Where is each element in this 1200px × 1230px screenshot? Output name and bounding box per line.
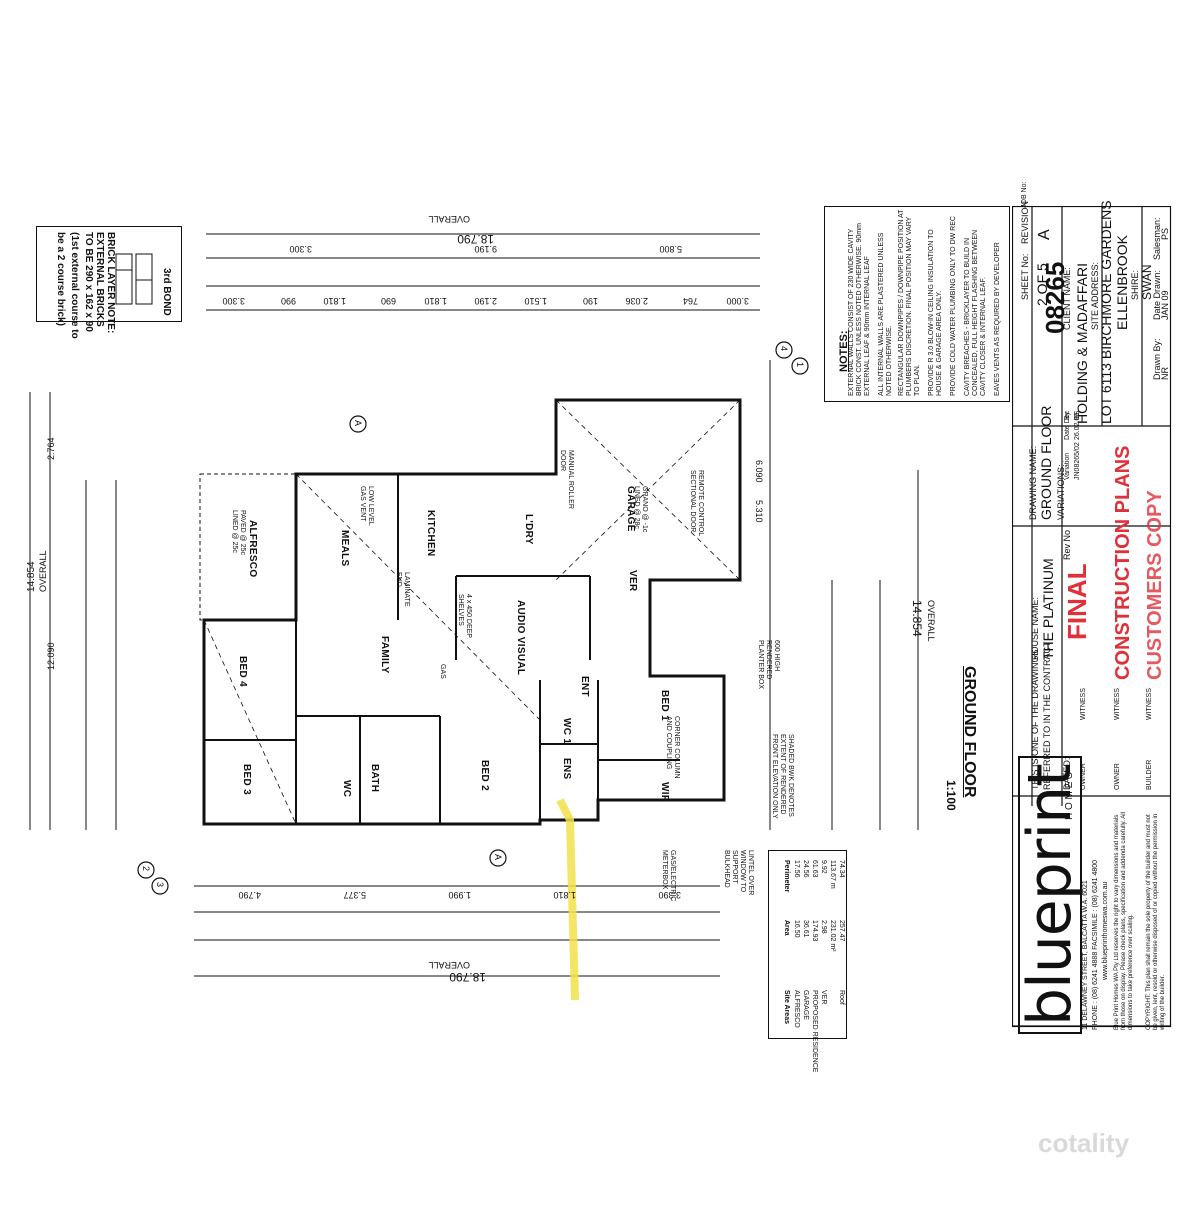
note-laminate: LAMINATE END xyxy=(395,572,410,607)
note-corner: CORNER COLUMN AND COUPLING xyxy=(665,716,680,779)
grid-marker-label: 3 xyxy=(155,882,165,888)
grid-marker-label: 1 xyxy=(795,362,805,368)
grid-marker-2 xyxy=(137,861,155,879)
room-shelves-note: 4 x 450 DEEP SHELVES xyxy=(457,594,472,638)
room-bed2: BED 2 xyxy=(479,760,490,791)
brick-note-box xyxy=(36,226,182,322)
dim-value: 1.990 xyxy=(448,890,471,900)
grid-marker-4 xyxy=(775,341,793,359)
floor-plan xyxy=(29,233,919,1001)
section-marker-label: A xyxy=(353,420,363,427)
note-gas: GAS xyxy=(439,664,446,679)
room-bath: BATH xyxy=(369,764,380,793)
section-marker-top xyxy=(349,415,367,433)
dim-left-overall-label: OVERALL xyxy=(38,550,48,592)
room-alfresco: ALFRESCO xyxy=(247,520,258,578)
room-ent: ENT xyxy=(579,676,590,697)
note-planter: 600 HIGH RENDERED PLANTER BOX xyxy=(757,640,780,690)
notes-box xyxy=(824,206,1010,402)
grid-marker-label: 4 xyxy=(779,346,789,352)
room-meals: MEALS xyxy=(339,530,350,567)
dim-left-1: 12.090 xyxy=(46,642,56,670)
dim-value: 3.300 xyxy=(222,296,246,306)
note-shaded: SHADED BWK DENOTES EXTENT OF RENDERED FR… xyxy=(771,734,794,819)
watermark: cotality xyxy=(1038,1128,1130,1158)
dim-value: 190 xyxy=(582,296,598,306)
dim-value: 4.790 xyxy=(238,890,261,900)
section-marker-bottom xyxy=(489,849,507,867)
garage-roof-line-2 xyxy=(555,399,741,581)
dim-value: 764 xyxy=(683,296,699,306)
dim-value: 1.810 xyxy=(424,296,447,306)
section-marker-label: A xyxy=(493,854,503,861)
note-low-level-gas: LOW LEVEL GAS VENT xyxy=(359,486,374,526)
room-garage-note: GRANO @ -1c LINED @ 28c xyxy=(633,486,648,533)
brick-bond-sketch xyxy=(115,253,153,305)
exterior-walls xyxy=(202,398,742,826)
dim-value: 1.810 xyxy=(553,890,577,900)
room-wc1: WC 1 xyxy=(561,718,572,745)
grid-marker-1 xyxy=(791,357,809,375)
note-meterbox: GAS/ELECTRIC METERBOX xyxy=(661,850,676,902)
room-bed3: BED 3 xyxy=(241,764,252,795)
dim-value: 2.190 xyxy=(474,296,497,306)
dim-value: 5.377 xyxy=(343,890,366,900)
room-family: FAMILY xyxy=(379,636,390,674)
plan-sheet: BRICK LAYER NOTE: EXTERNAL BRICKS TO BE … xyxy=(26,182,1172,1158)
roof-line-bed4 xyxy=(203,619,297,825)
dim-value: 9.190 xyxy=(474,244,497,254)
dim-right-overall: 14.854 xyxy=(910,600,924,637)
dim-left-overall: 14.854 xyxy=(26,561,37,592)
dim-top-overall-label: OVERALL xyxy=(428,214,470,224)
dim-bottom-overall: 18.790 xyxy=(449,970,486,984)
dim-value: 1.510 xyxy=(524,296,548,306)
dim-value: 3.390 xyxy=(658,890,682,900)
dim-left-2: 2.764 xyxy=(46,437,56,460)
room-wc: WC xyxy=(341,780,352,798)
room-ver: VER xyxy=(627,570,638,592)
room-ldry: L'DRY xyxy=(523,514,534,545)
note-lintel: LINTEL OVER WINDOW TO SUPPORT BULKHEAD xyxy=(723,850,754,896)
dim-value: 1.810 xyxy=(323,296,346,306)
dim-value: 5.800 xyxy=(659,244,682,254)
room-remote-note: REMOTE CONTROL SECTIONAL DOOR xyxy=(689,470,704,536)
room-bed4: BED 4 xyxy=(237,656,248,687)
areas-table-frame xyxy=(768,850,847,1039)
dim-value: 3.300 xyxy=(289,244,313,254)
dim-value: 690 xyxy=(381,296,397,306)
roof-line xyxy=(295,473,541,721)
room-audio-visual: AUDIO VISUAL xyxy=(515,600,526,676)
room-roller-note: MANUAL ROLLER DOOR xyxy=(559,450,574,509)
grid-marker-3 xyxy=(151,877,169,895)
dim-bottom-overall-label: OVERALL xyxy=(428,960,470,970)
grid-marker-label: 2 xyxy=(141,866,151,872)
dim-right-2: 5.310 xyxy=(754,500,764,523)
dim-right-1: 6.090 xyxy=(754,460,764,483)
title-block-frame xyxy=(1012,206,1172,1028)
dim-value: 3.000 xyxy=(726,296,749,306)
room-alfresco-note: PAVED @ 25c LINED @ 25c xyxy=(231,510,246,555)
dim-value: 2.036 xyxy=(625,296,649,306)
dim-value: 990 xyxy=(280,296,296,306)
room-ens: ENS xyxy=(561,758,572,780)
highlight-mark xyxy=(556,798,579,1001)
room-kitchen: KITCHEN xyxy=(425,510,436,557)
dim-right-overall-label: OVERALL xyxy=(926,600,936,642)
